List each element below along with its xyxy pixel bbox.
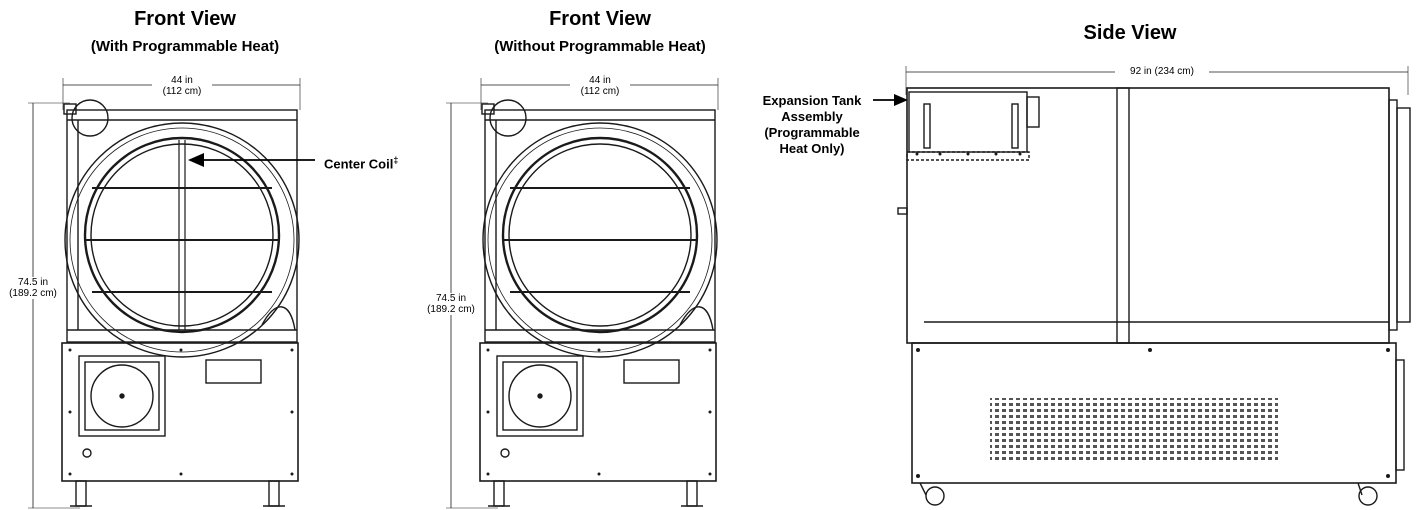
front-view-standard-title: Front View <box>549 8 651 30</box>
front-view-standard-subtitle: (Without Programmable Heat) <box>494 38 706 55</box>
front-view-standard-drawing <box>446 78 719 509</box>
height-centimeters: (189.2 cm) <box>427 304 475 315</box>
height-dimension-label: 74.5 in (189.2 cm) <box>420 293 482 315</box>
center-coil-callout: Center Coil‡ <box>324 152 398 172</box>
front-view-programmable-subtitle: (With Programmable Heat) <box>90 38 280 55</box>
height-inches: 74.5 in <box>17 277 49 288</box>
width-dimension-label: 44 in (112 cm) <box>570 75 630 97</box>
center-coil-label: Center Coil <box>324 156 394 172</box>
height-dimension-label: 74.5 in (189.2 cm) <box>2 277 64 299</box>
width-dimension-label: 44 in (112 cm) <box>152 75 212 97</box>
center-coil-footnote-mark: ‡ <box>393 155 399 165</box>
callout-line-3: (Programmable <box>764 125 860 140</box>
side-view-title: Side View <box>1083 22 1177 44</box>
ventilation-grille <box>990 398 1278 462</box>
width-inches: 44 in <box>171 75 193 86</box>
height-inches: 74.5 in <box>435 293 467 304</box>
width-inches: 44 in <box>589 75 611 86</box>
height-centimeters: (189.2 cm) <box>9 288 57 299</box>
callout-line-2: Assembly <box>781 109 843 124</box>
side-view-drawing <box>897 66 1411 506</box>
width-centimeters: (112 cm) <box>580 86 620 97</box>
callout-line-1: Expansion Tank <box>762 93 862 108</box>
callout-line-4: Heat Only) <box>779 141 845 156</box>
width-centimeters: (112 cm) <box>162 86 202 97</box>
front-view-programmable-drawing <box>28 78 301 509</box>
expansion-tank-callout: Expansion Tank Assembly (Programmable He… <box>752 93 872 157</box>
length-dimension-label: 92 in (234 cm) <box>1115 66 1209 77</box>
front-view-programmable-title: Front View <box>134 8 236 30</box>
